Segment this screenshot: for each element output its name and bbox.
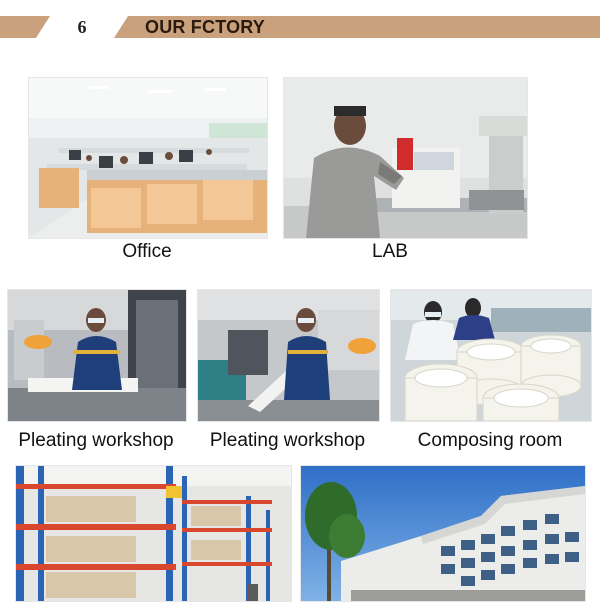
warehouse-photo bbox=[15, 465, 292, 602]
lab-photo bbox=[283, 77, 528, 239]
section-title: OUR FCTORY bbox=[145, 17, 266, 37]
pleating-workshop-photo-1 bbox=[7, 289, 187, 422]
office-photo bbox=[28, 77, 268, 239]
building-photo bbox=[300, 465, 586, 602]
office-caption: Office bbox=[122, 241, 172, 262]
section-header: 6 OUR FCTORY bbox=[0, 0, 600, 44]
pleating-workshop-photo-2 bbox=[197, 289, 380, 422]
pleating-caption-2: Pleating workshop bbox=[209, 430, 366, 451]
lab-caption: LAB bbox=[372, 241, 408, 262]
composing-caption: Composing room bbox=[417, 430, 563, 451]
section-number: 6 bbox=[77, 17, 87, 37]
section-number-badge bbox=[36, 16, 128, 38]
composing-room-photo bbox=[390, 289, 592, 422]
pleating-caption-1: Pleating workshop bbox=[18, 430, 174, 451]
header-band bbox=[0, 16, 600, 38]
